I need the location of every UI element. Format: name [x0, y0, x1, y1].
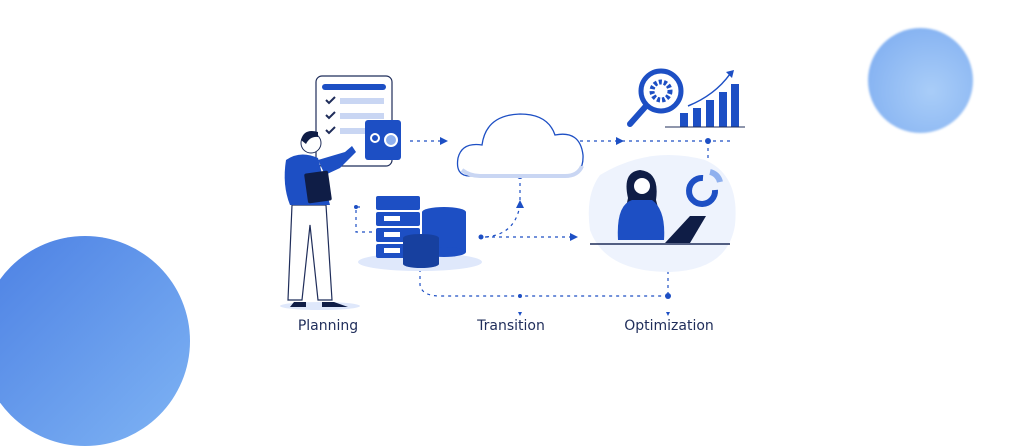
checklist-document-icon: [315, 75, 401, 167]
connector-arrows: [354, 137, 711, 316]
migration-illustration: [280, 68, 745, 316]
decorative-circle-right: [868, 28, 973, 133]
analytics-growth-icon: [627, 68, 745, 128]
stage-label-transition: Transition: [477, 318, 545, 334]
stage-label-planning: Planning: [297, 318, 359, 334]
planner-person: [280, 131, 360, 310]
optimizer-person: [588, 155, 736, 272]
server-database-icon: [358, 196, 482, 271]
cloud-icon: [456, 113, 584, 178]
stage-label-optimization: Optimization: [624, 318, 714, 334]
